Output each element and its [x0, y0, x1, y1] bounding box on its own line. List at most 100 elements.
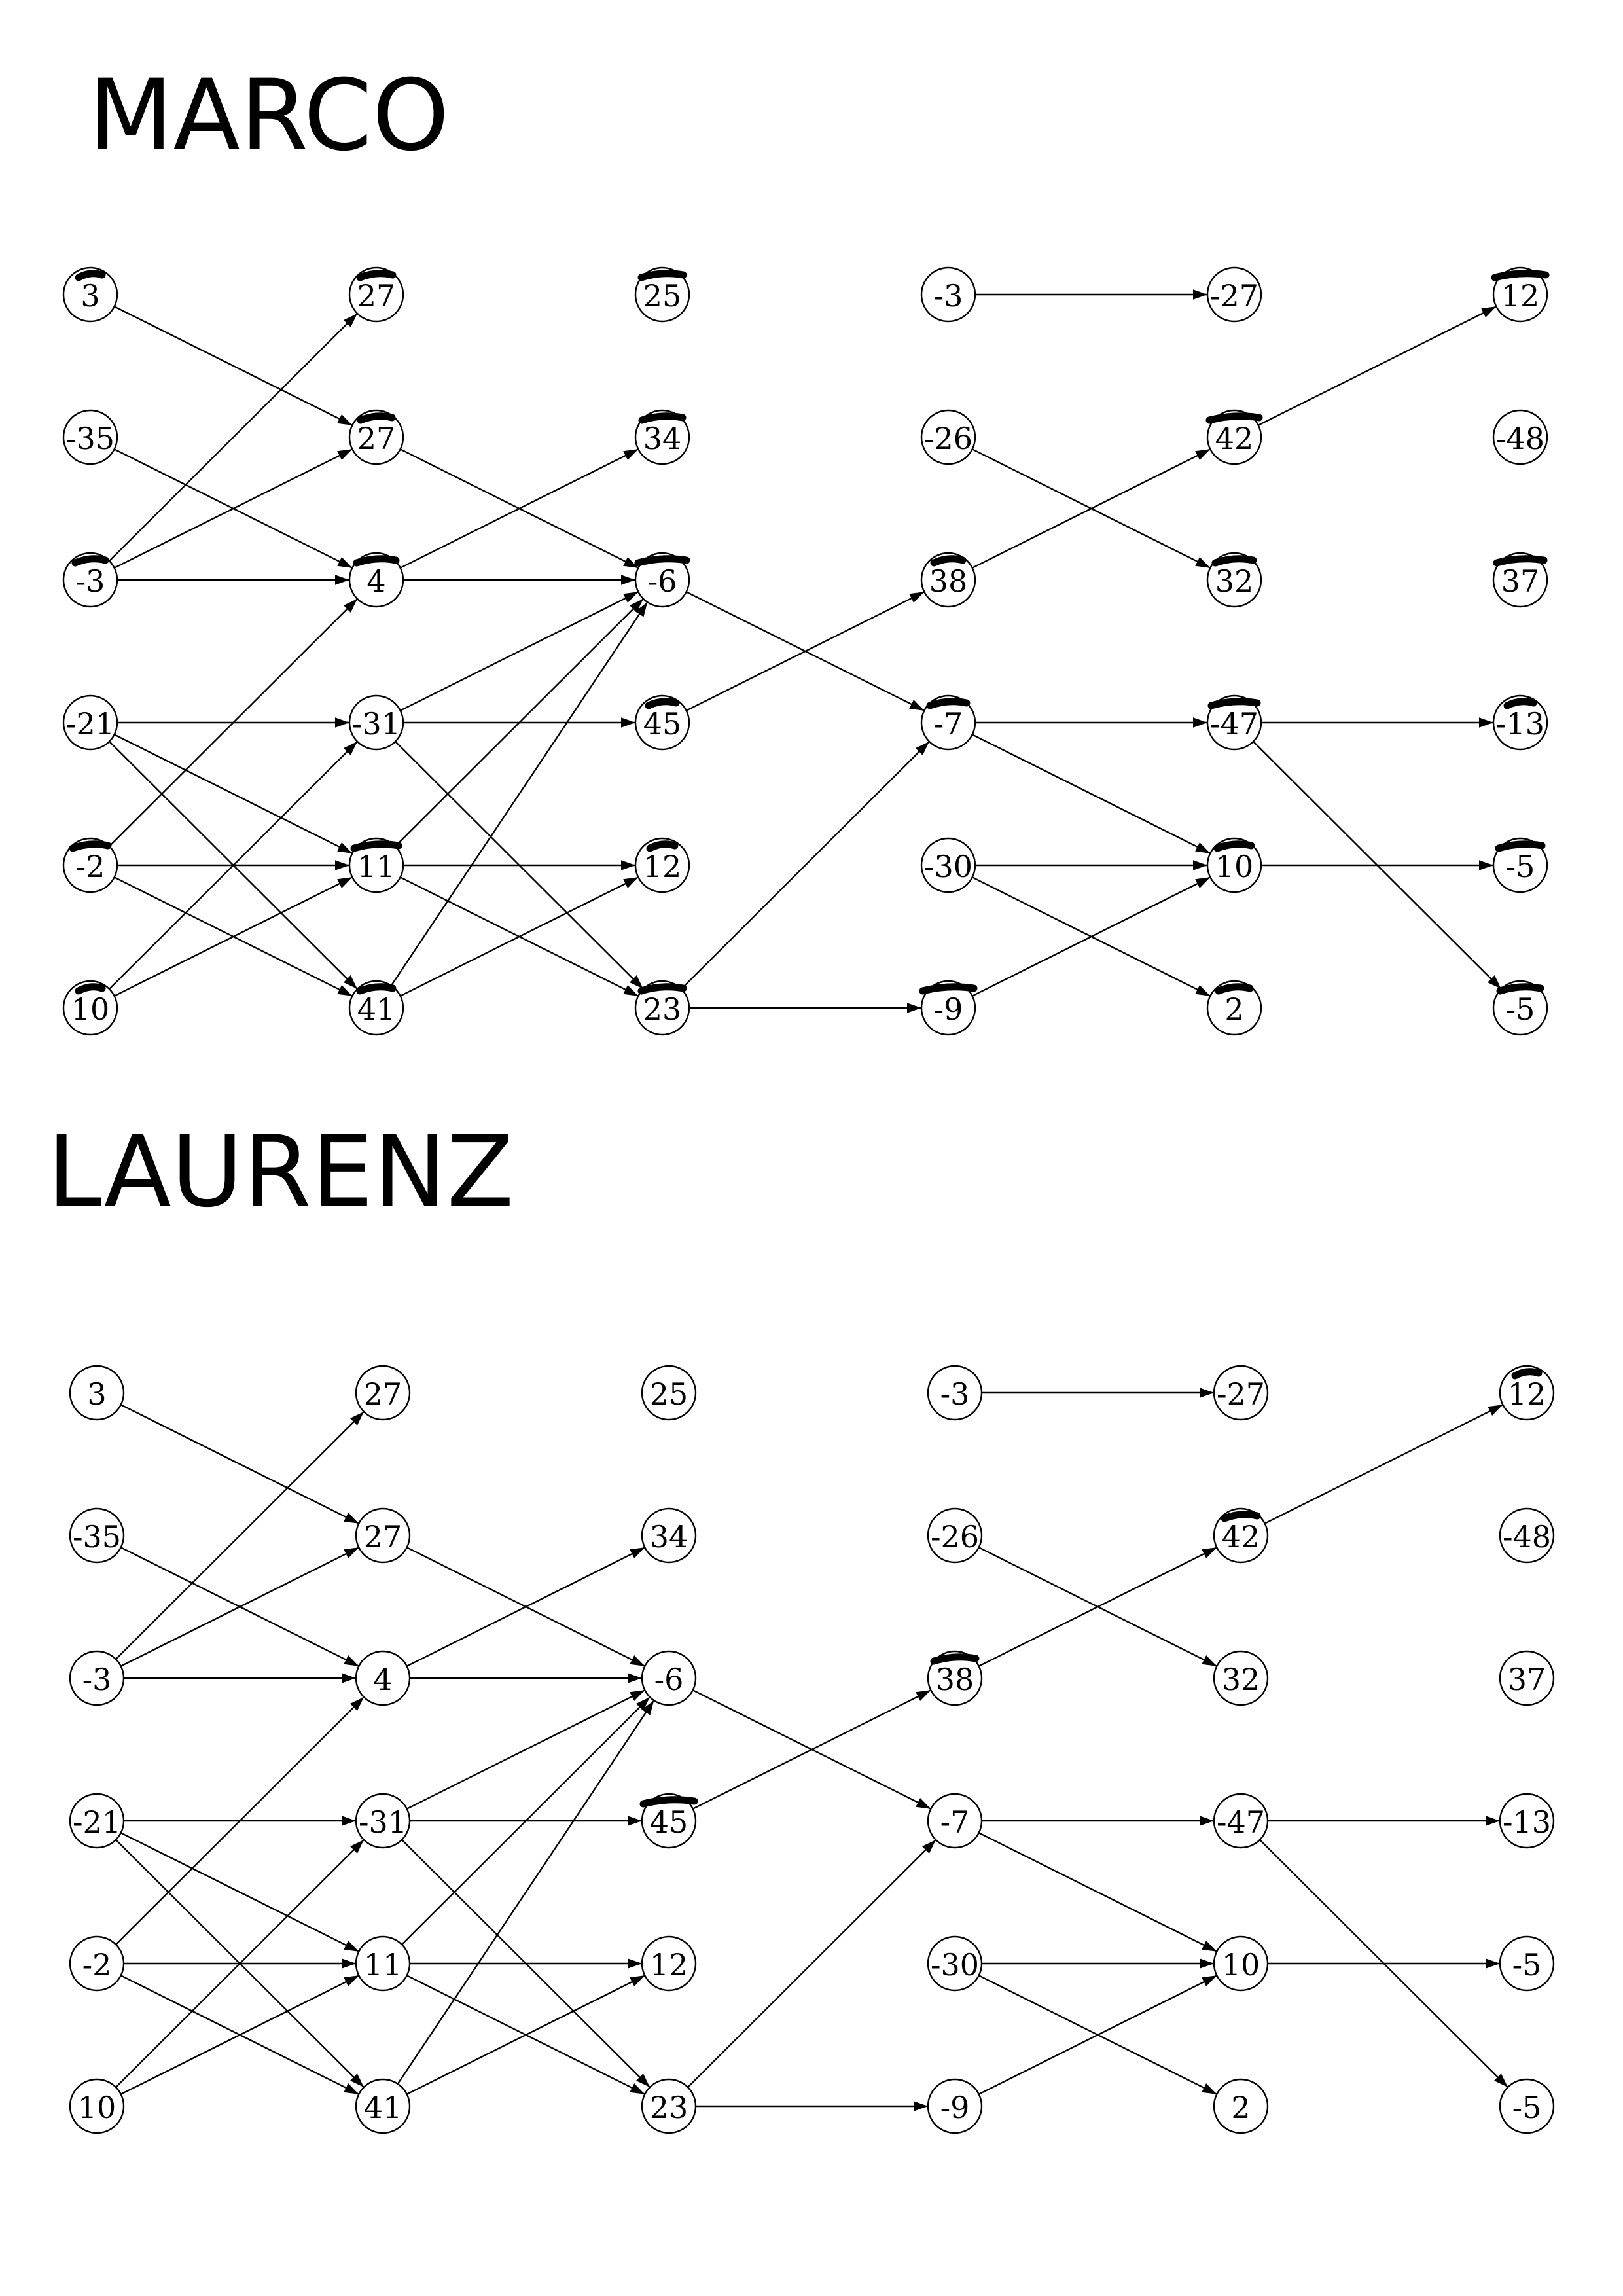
graph-node: 2 — [1213, 2078, 1269, 2134]
node-circle — [1492, 266, 1548, 323]
node-circle — [927, 1650, 983, 1706]
edge-arrow — [109, 741, 358, 990]
node-label: 2 — [1231, 2090, 1250, 2125]
node-circle — [1206, 552, 1262, 608]
node-circle — [1492, 980, 1548, 1036]
graph-node: -3 — [69, 1650, 125, 1706]
edge-arrow — [390, 601, 649, 986]
edge-arrow — [692, 1689, 931, 1810]
node-label: 4 — [366, 564, 385, 599]
node-label: -47 — [1217, 1804, 1265, 1840]
node-label: -9 — [934, 992, 963, 1027]
node-label: 38 — [929, 564, 968, 599]
node-circle — [62, 980, 118, 1036]
graph-node: -30 — [927, 1935, 983, 1992]
node-circle — [1492, 552, 1548, 608]
pen-mark — [926, 698, 971, 709]
node-circle — [1499, 1793, 1555, 1849]
node-label: 11 — [357, 849, 396, 884]
node-label: 27 — [364, 1376, 402, 1412]
edge-arrow — [972, 876, 1211, 997]
node-circle — [69, 1935, 125, 1992]
node-circle — [641, 1650, 697, 1706]
node-circle — [348, 266, 404, 323]
edge-arrow — [400, 448, 639, 569]
node-circle — [920, 552, 976, 608]
node-label: 25 — [650, 1376, 688, 1412]
pen-mark — [1207, 698, 1261, 709]
edge-arrow — [406, 1547, 645, 1667]
edge-arrow — [687, 1839, 936, 2088]
graph-node: 2 — [1206, 980, 1262, 1036]
node-circle — [1206, 409, 1262, 465]
pen-mark — [637, 270, 687, 281]
node-circle — [927, 1507, 983, 1564]
node-circle — [1492, 694, 1548, 751]
node-label: -2 — [76, 849, 105, 884]
node-label: -27 — [1210, 278, 1258, 314]
graph-node: 10 — [1213, 1935, 1269, 1992]
node-label: -3 — [934, 278, 963, 314]
node-circle — [641, 1793, 697, 1849]
graph-node: 32 — [1213, 1650, 1269, 1706]
node-circle — [927, 1935, 983, 1992]
graph-node: 45 — [641, 1793, 697, 1849]
graph-node: 32 — [1206, 552, 1262, 608]
node-circle — [1213, 1935, 1269, 1992]
graph-node: -3 — [920, 266, 976, 323]
node-label: 10 — [78, 2090, 116, 2125]
node-circle — [1213, 1793, 1269, 1849]
pen-mark — [634, 555, 690, 567]
node-label: -21 — [73, 1804, 121, 1840]
graph-node: 38 — [920, 552, 976, 608]
graph-node: -2 — [62, 837, 118, 893]
node-circle — [634, 266, 690, 323]
edge-arrow — [978, 1547, 1217, 1667]
graph-node: -13 — [1499, 1793, 1555, 1849]
node-label: -47 — [1210, 706, 1258, 742]
node-circle — [634, 409, 690, 465]
edge-arrow — [115, 1411, 365, 1660]
node-circle — [69, 1365, 125, 1421]
edge-arrow — [120, 1975, 359, 2095]
node-circle — [927, 1365, 983, 1421]
node-label: 25 — [643, 278, 682, 314]
pen-mark — [1491, 270, 1550, 281]
graph-node: 10 — [69, 2078, 125, 2134]
graph-node: 3 — [69, 1365, 125, 1421]
graph-node: 37 — [1499, 1650, 1555, 1706]
node-circle — [62, 552, 118, 608]
graph-node: -26 — [920, 409, 976, 465]
pen-mark — [1215, 983, 1254, 995]
graph-node: -27 — [1206, 266, 1262, 323]
pen-mark — [1511, 1368, 1543, 1380]
graph-node: -5 — [1492, 837, 1548, 893]
pen-mark — [69, 840, 112, 852]
node-label: -30 — [924, 849, 972, 884]
graph-node: 3 — [62, 266, 118, 323]
edge-arrow — [114, 734, 353, 854]
node-circle — [920, 409, 976, 465]
node-circle — [1213, 1650, 1269, 1706]
node-label: -21 — [66, 706, 115, 742]
node-circle — [634, 837, 690, 893]
node-circle — [62, 266, 118, 323]
node-label: -30 — [931, 1947, 979, 1982]
node-circle — [634, 694, 690, 751]
node-label: -7 — [940, 1804, 970, 1840]
graph-title-marco: MARCO — [88, 59, 450, 173]
node-circle — [355, 1365, 411, 1421]
graph-node: -6 — [634, 552, 690, 608]
graph-node: 38 — [927, 1650, 983, 1706]
node-circle — [1499, 2078, 1555, 2134]
node-circle — [355, 2078, 411, 2134]
pen-mark — [646, 840, 679, 852]
graph-node: -2 — [69, 1935, 125, 1992]
graph-node: 10 — [62, 980, 118, 1036]
pen-mark — [75, 270, 106, 281]
node-label: 12 — [643, 849, 682, 884]
node-label: -2 — [82, 1947, 112, 1982]
node-label: 11 — [364, 1947, 402, 1982]
edge-arrow — [120, 1832, 359, 1952]
